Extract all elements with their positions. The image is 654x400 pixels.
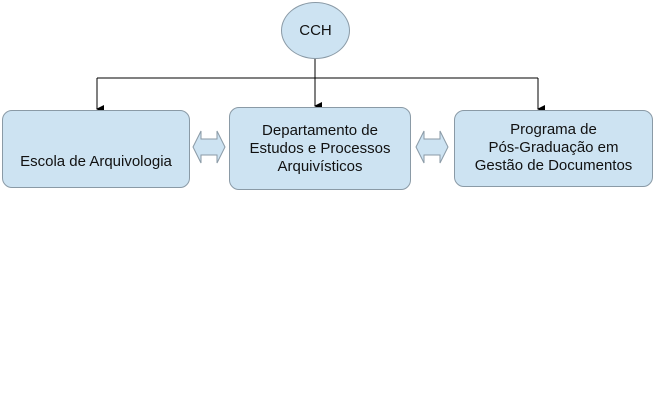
node-middle-line-3: Arquivísticos	[277, 157, 363, 175]
node-middle-line-2: Estudos e Processos	[249, 139, 391, 157]
node-escola-arquivologia: Escola de Arquivologia	[2, 110, 190, 188]
node-middle-line-1: Departamento de	[262, 121, 378, 139]
node-cch-label: CCH	[299, 21, 332, 39]
node-programa-pos: Programa de Pós-Graduação em Gestão de D…	[454, 110, 653, 187]
node-cch: CCH	[281, 2, 350, 59]
node-left-label: Escola de Arquivologia	[20, 153, 172, 170]
node-right-line-1: Programa de	[510, 121, 597, 138]
node-right-line-3: Gestão de Documentos	[474, 157, 633, 174]
double-arrow-left	[192, 130, 226, 164]
node-departamento: Departamento de Estudos e Processos Arqu…	[229, 107, 411, 190]
node-right-line-2: Pós-Graduação em	[488, 139, 619, 156]
double-arrow-right	[415, 130, 449, 164]
